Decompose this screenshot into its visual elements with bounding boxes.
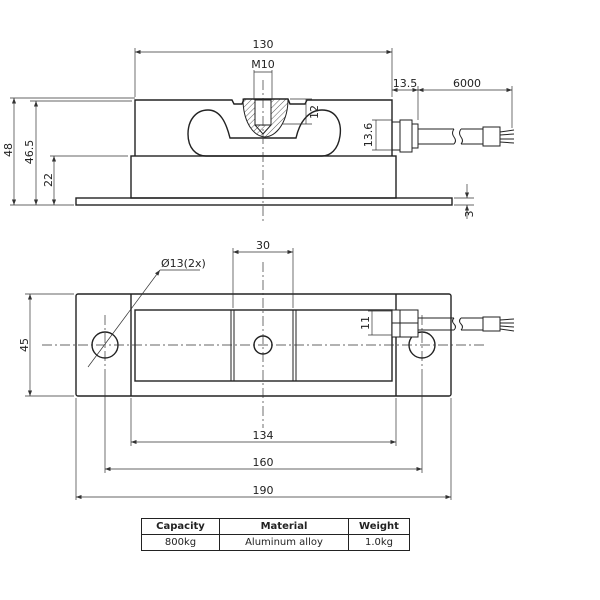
cable-gland-top [391, 309, 515, 338]
dim-base-height: 22 [42, 173, 55, 187]
dim-gland-offset: 13.5 [393, 77, 418, 90]
dim-hole-diameter: Ø13(2x) [161, 257, 206, 270]
dim-length: 130 [253, 38, 274, 51]
dim-thread-depth: 12 [308, 105, 321, 119]
dim-body-height: 46.5 [23, 140, 36, 165]
header-capacity: Capacity [141, 518, 220, 535]
header-weight: Weight [348, 518, 410, 535]
dim-total-length: 190 [253, 484, 274, 497]
dim-thread: M10 [251, 58, 275, 71]
cell-weight: 1.0kg [348, 534, 410, 551]
body-top [134, 309, 393, 382]
top-view: 30 Ø13(2x) 45 11 134 160 190 [18, 239, 515, 500]
cell-capacity: 800kg [141, 534, 220, 551]
dim-gland-height: 13.6 [362, 123, 375, 148]
dim-hole-spacing: 160 [253, 456, 274, 469]
table-header-row: Capacity Material Weight [141, 518, 410, 535]
dim-width: 45 [18, 338, 31, 352]
table-row: 800kg Aluminum alloy 1.0kg [141, 534, 410, 551]
header-material: Material [219, 518, 349, 535]
dim-center-width: 30 [256, 239, 270, 252]
dim-cable-length: 6000 [453, 77, 481, 90]
mounting-plate [75, 197, 453, 206]
base-block [130, 155, 397, 199]
side-view: 130 M10 12 6000 13.5 13.6 48 46.5 22 3 [2, 38, 515, 222]
cell-material: Aluminum alloy [219, 534, 349, 551]
dim-total-height: 48 [2, 143, 15, 157]
spec-table: Capacity Material Weight 800kg Aluminum … [141, 518, 410, 551]
cable-gland [391, 119, 515, 153]
dim-body-length: 134 [253, 429, 274, 442]
dim-cable-offset: 11 [359, 316, 372, 330]
dim-plate-thickness: 3 [463, 211, 476, 218]
